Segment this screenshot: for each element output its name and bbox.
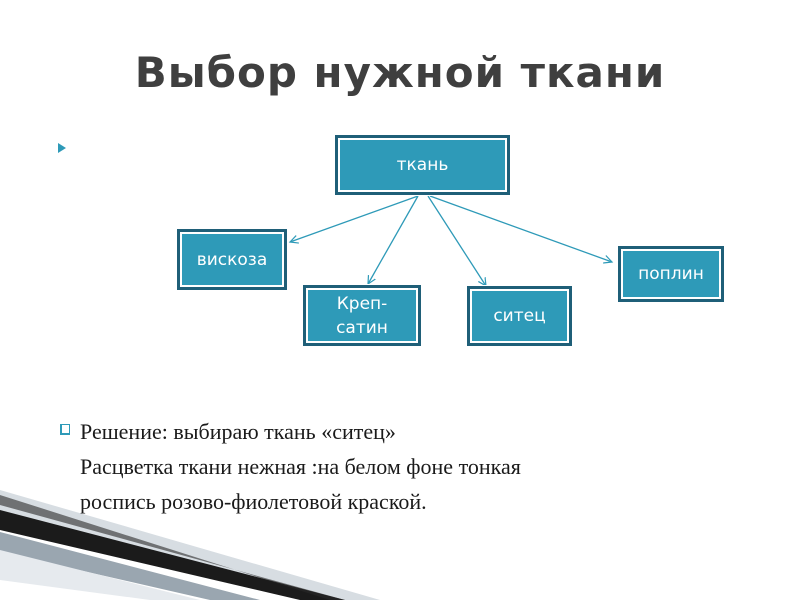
connector-root-viskoza [290,195,419,242]
node-sitets-label: ситец [493,306,546,326]
body-line-2: Расцветка ткани нежная :на белом фоне то… [80,454,521,479]
node-poplin: поплин [618,246,724,302]
node-root: ткань [335,135,510,195]
node-root-label: ткань [396,155,449,175]
node-krep-satin-line2: сатин [336,317,388,338]
node-viskoza: вискоза [177,229,287,290]
node-krep-satin-line1: Креп- [336,293,388,314]
connector-root-krep-satin [368,195,419,284]
node-sitets: ситец [467,286,572,346]
node-poplin-label: поплин [638,264,704,284]
triangle-bullet-icon [58,143,66,153]
node-viskoza-label: вискоза [196,249,268,270]
body-line-3: роспись розово-фиолетовой краской. [80,489,427,514]
node-krep-satin-label: Креп- сатин [336,292,388,340]
slide-title: Выбор нужной ткани [134,48,666,97]
square-bullet-icon [60,424,70,435]
node-krep-satin: Креп- сатин [303,285,421,346]
connector-root-sitets [427,195,486,286]
decorative-swoosh [0,490,380,600]
connector-root-poplin [429,195,612,262]
body-line-1: Решение: выбираю ткань «ситец» [60,414,760,449]
body-text: Решение: выбираю ткань «ситец» Расцветка… [60,414,760,519]
